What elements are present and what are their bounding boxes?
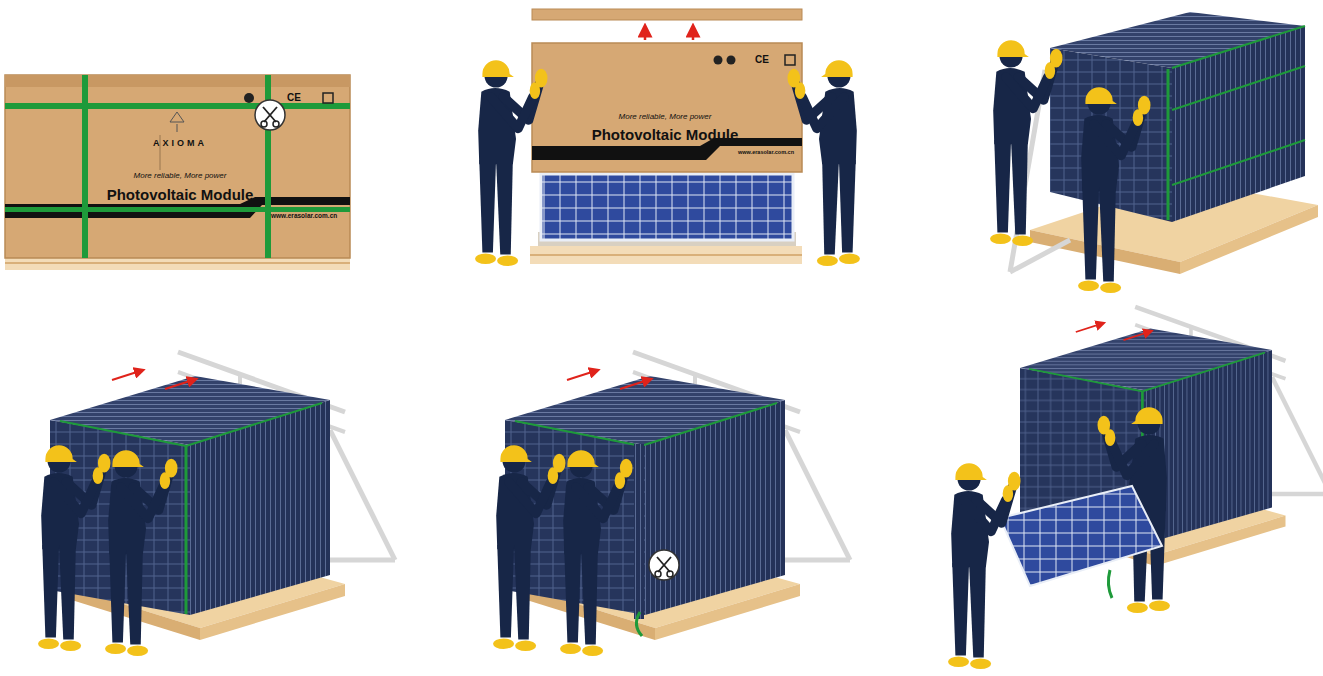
strap	[1172, 66, 1305, 110]
lift-arrow	[644, 30, 647, 40]
box-text: Photovoltaic Module	[555, 127, 775, 144]
cut-strap-scene	[493, 352, 850, 656]
cardboard-box	[5, 75, 350, 258]
box-text: More reliable, More power	[580, 113, 750, 122]
cut-strap	[636, 612, 642, 636]
cert-mark: CE	[287, 92, 301, 103]
box-lid	[532, 9, 802, 20]
module-stack	[1050, 12, 1305, 68]
cut-strap	[1108, 570, 1112, 598]
lift-arrow	[692, 30, 695, 40]
cardboard-box	[532, 43, 802, 172]
cert-icon	[323, 93, 333, 103]
worker-figure	[38, 445, 110, 651]
worker-figure	[948, 463, 1020, 669]
box-text: Photovoltaic Module	[65, 187, 295, 204]
box-text: AXIOMA	[130, 139, 230, 149]
worker-figure	[560, 450, 632, 656]
module-stack	[50, 352, 395, 640]
pallet	[1180, 205, 1318, 274]
cert-icon	[244, 93, 254, 103]
strap	[1167, 69, 1170, 220]
tilt-stack-scene	[990, 12, 1318, 293]
cert-icon	[785, 55, 795, 65]
box-lid	[5, 75, 350, 87]
strap-gap	[634, 444, 644, 619]
cert-mark: CE	[755, 54, 769, 65]
cert-icon	[714, 56, 723, 65]
pallet	[530, 246, 802, 264]
box-text: www.erasolar.com.cn	[738, 149, 802, 155]
worker-figure	[788, 60, 860, 266]
logo-emblem	[170, 112, 184, 132]
packed-box	[5, 75, 350, 270]
module-stack	[505, 352, 850, 640]
pv-module	[1000, 486, 1162, 586]
worker-figure	[1078, 87, 1150, 293]
strap	[5, 207, 350, 212]
worker-figure	[493, 445, 565, 651]
strap	[1172, 26, 1305, 68]
cert-icon	[727, 56, 736, 65]
stack-on-frame-scene	[38, 352, 395, 656]
strap	[1172, 140, 1305, 185]
worker-figure	[105, 450, 177, 656]
lift-box-scene	[475, 9, 860, 266]
scissors-icon	[649, 550, 679, 580]
box-text: www.erasolar.com.cn	[271, 212, 351, 219]
scissors-icon	[255, 100, 285, 130]
worker-figure	[990, 40, 1062, 246]
strap	[5, 103, 350, 109]
pallet-slat	[530, 254, 802, 256]
strap	[82, 75, 88, 258]
pv-module	[541, 174, 793, 240]
carry-module-scene	[948, 307, 1323, 669]
pallet-slat	[5, 262, 350, 264]
box-text: More reliable, More power	[85, 172, 275, 181]
worker-figure	[475, 60, 547, 266]
